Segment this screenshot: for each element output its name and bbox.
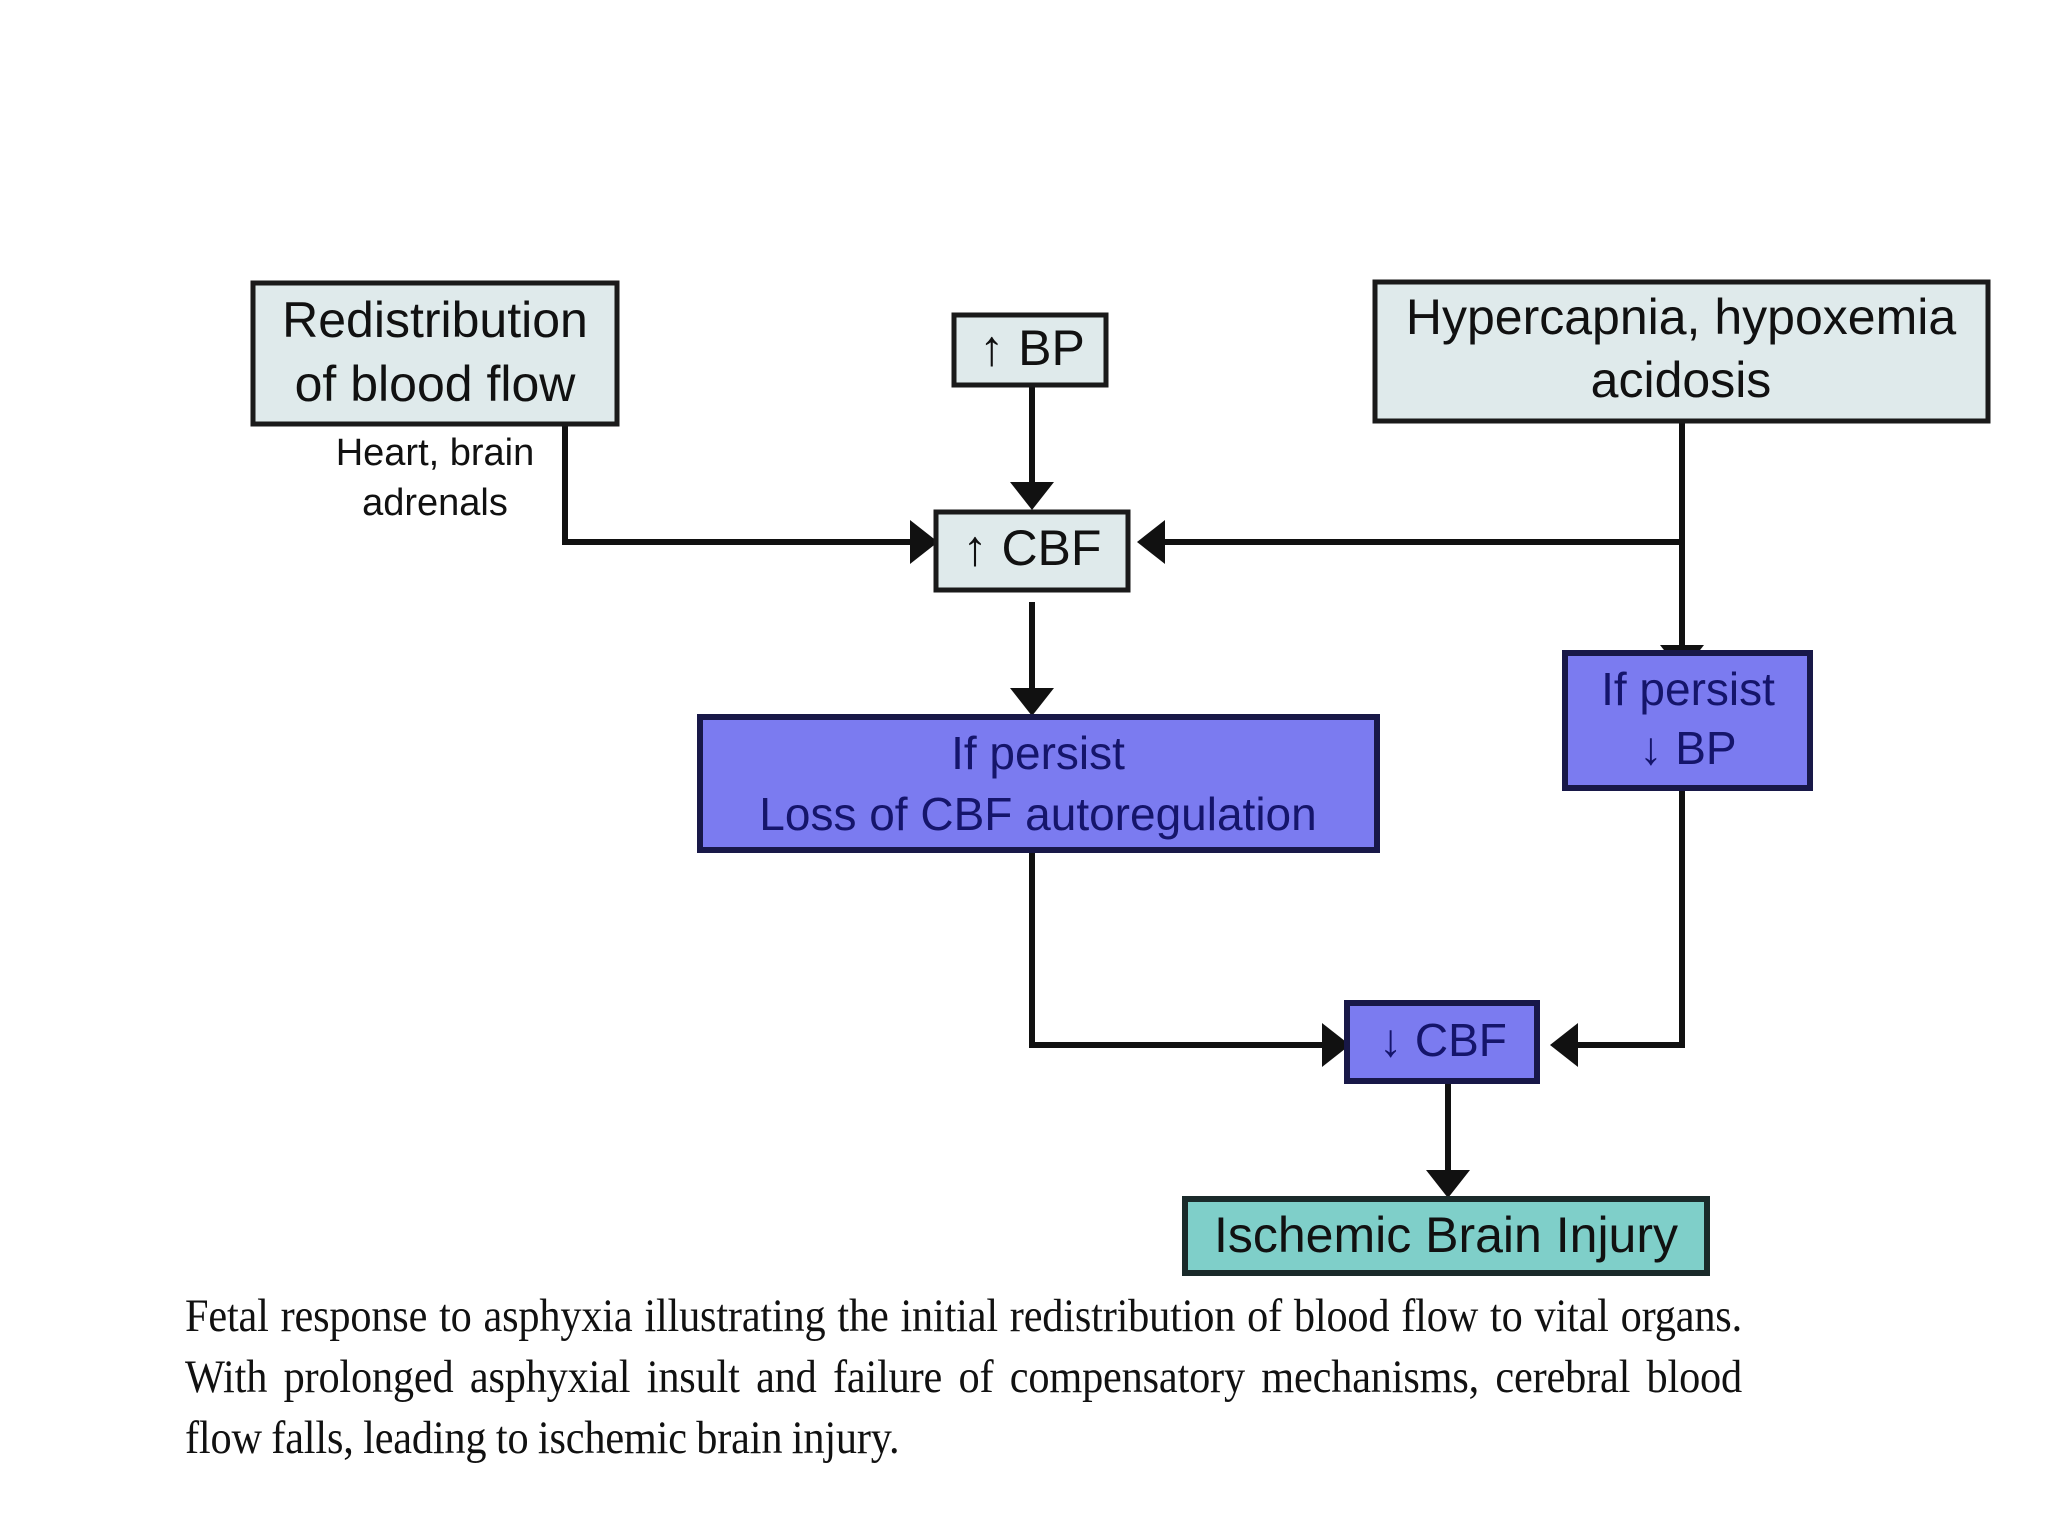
increased-cbf-box-rect — [933, 509, 1131, 593]
increased-cbf-box-label: ↑ CBF — [963, 520, 1102, 576]
ischemic-box-rect — [1182, 1196, 1710, 1276]
flowchart-figure: Redistribution of blood flow Heart, brai… — [250, 279, 1991, 1276]
connector-loss-autoreg-to-down-cbf — [1029, 850, 1322, 1048]
connector-layer — [562, 363, 1704, 1198]
arrowhead-down-bp-to-down-cbf — [1550, 1023, 1578, 1067]
ischemic-brain-injury-box: Ischemic Brain Injury — [1182, 1196, 1710, 1276]
hypercapnia-box-rect — [1372, 279, 1991, 424]
loss-autoreg-box-line1: If persist — [951, 727, 1125, 779]
redistribution-box-rect — [250, 280, 620, 427]
down-bp-box-line2: ↓ BP — [1639, 722, 1736, 774]
increased-bp-box-rect — [951, 312, 1109, 388]
if-persist-decreased-bp-box: If persist ↓ BP — [1562, 650, 1813, 791]
connector-redistribution-to-up-cbf — [562, 424, 910, 545]
hypercapnia-hypoxemia-acidosis-box: Hypercapnia, hypoxemia acidosis — [1372, 279, 1991, 424]
arrowhead-hypercapnia-to-up-cbf — [1137, 520, 1165, 564]
arrowhead-redistribution-to-up-cbf — [910, 520, 938, 564]
hypercapnia-box-line1: Hypercapnia, hypoxemia — [1406, 289, 1956, 345]
down-cbf-box-rect — [1344, 1000, 1540, 1084]
hypercapnia-box-line2: acidosis — [1591, 352, 1772, 408]
arrowhead-up-cbf-to-loss-autoreg — [1010, 688, 1054, 716]
redistribution-box-line2: of blood flow — [295, 356, 577, 412]
organs-annotation-line2: adrenals — [362, 482, 508, 524]
down-bp-box-line1: If persist — [1601, 663, 1775, 715]
organs-annotation: Heart, brain adrenals — [336, 432, 535, 524]
down-bp-box-rect — [1562, 650, 1813, 791]
redistribution-of-blood-flow-box: Redistribution of blood flow — [250, 280, 620, 427]
increased-cbf-box: ↑ CBF — [933, 509, 1131, 593]
decreased-cbf-box: ↓ CBF — [1344, 1000, 1540, 1084]
loss-autoreg-box-line2: Loss of CBF autoregulation — [759, 788, 1316, 840]
loss-autoreg-box-rect — [697, 714, 1380, 853]
connector-down-bp-to-down-cbf — [1578, 788, 1685, 1048]
arrowhead-down-cbf-to-ischemic — [1426, 1170, 1470, 1198]
down-cbf-box-label: ↓ CBF — [1379, 1014, 1507, 1066]
redistribution-box-line1: Redistribution — [282, 292, 588, 348]
ischemic-box-label: Ischemic Brain Injury — [1214, 1207, 1678, 1263]
arrowhead-loss-autoreg-to-down-cbf — [1322, 1023, 1350, 1067]
increased-bp-box: ↑ BP — [951, 312, 1109, 388]
arrowhead-up-bp-to-up-cbf — [1010, 482, 1054, 510]
figure-caption: Fetal response to asphyxia illustrating … — [185, 1290, 1742, 1465]
increased-bp-box-label: ↑ BP — [979, 320, 1085, 376]
organs-annotation-line1: Heart, brain — [336, 432, 535, 474]
flowchart-canvas: Redistribution of blood flow Heart, brai… — [250, 279, 1991, 1276]
loss-of-cbf-autoregulation-box: If persist Loss of CBF autoregulation — [697, 714, 1380, 853]
